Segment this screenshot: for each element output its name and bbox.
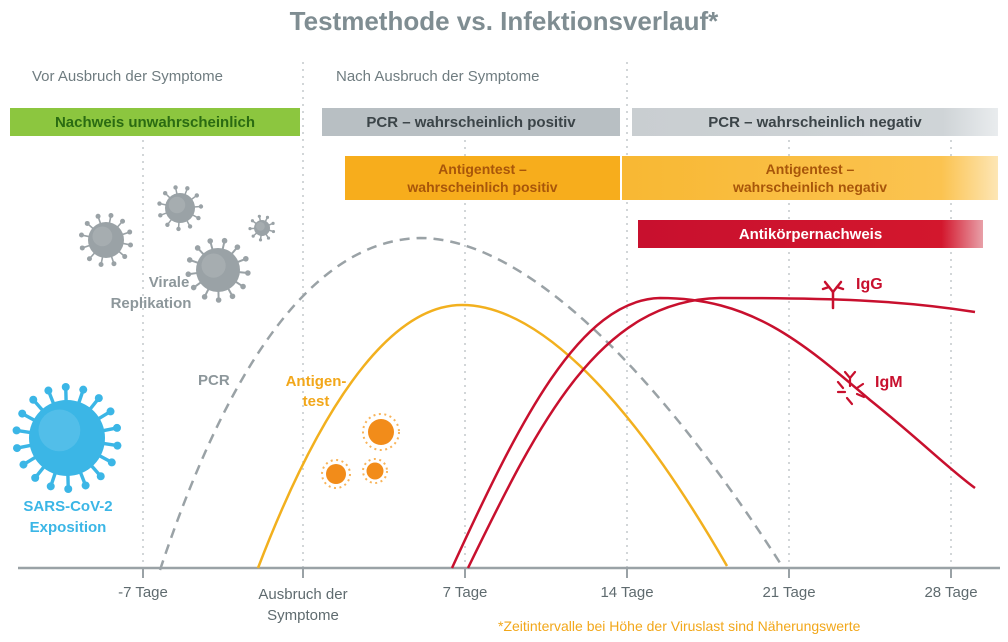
tick-label-28: 28 Tage bbox=[924, 584, 978, 601]
bar-label-line1: Antigentest – bbox=[438, 161, 527, 177]
label-line1: Antigen- bbox=[285, 373, 347, 390]
tick-label-minus7: -7 Tage bbox=[118, 584, 168, 601]
footnote: *Zeitintervalle bei Höhe der Viruslast s… bbox=[498, 618, 861, 634]
x-axis-ticks bbox=[142, 568, 952, 578]
pcr-curve bbox=[158, 236, 784, 571]
tick-label-14: 14 Tage bbox=[600, 584, 654, 601]
phase-after-label: Nach Ausbruch der Symptome bbox=[336, 68, 540, 85]
bar-pcr-negative: PCR – wahrscheinlich negativ bbox=[632, 108, 998, 136]
phase-before-label: Vor Ausbruch der Symptome bbox=[32, 68, 223, 85]
bar-pcr-positive: PCR – wahrscheinlich positiv bbox=[322, 108, 620, 136]
bar-label-line1: Antigentest – bbox=[765, 161, 855, 177]
tick-label-21: 21 Tage bbox=[762, 584, 816, 601]
igg-curve bbox=[466, 296, 976, 569]
label-line2: Exposition bbox=[29, 519, 107, 536]
bar-label: PCR – wahrscheinlich positiv bbox=[366, 113, 576, 131]
viral-replication-label: Virale Replikation bbox=[96, 272, 206, 314]
igm-curve bbox=[450, 296, 976, 569]
tick-line2: Symptome bbox=[267, 607, 339, 624]
pcr-curve-label: PCR bbox=[198, 372, 230, 389]
bar-label-line2: wahrscheinlich positiv bbox=[407, 179, 558, 195]
tick-label-onset: Ausbruch der Symptome bbox=[243, 584, 363, 626]
tick-line1: Ausbruch der bbox=[258, 586, 348, 603]
bar-nachweis: Nachweis unwahrscheinlich bbox=[10, 108, 300, 136]
label-line1: Virale bbox=[148, 274, 190, 291]
antibody-igm-icon bbox=[836, 370, 866, 406]
label-line1: SARS-CoV-2 bbox=[23, 498, 113, 515]
virus-icon bbox=[78, 185, 276, 303]
virus-icon bbox=[12, 383, 122, 493]
antibody-igg-icon bbox=[821, 280, 845, 310]
bar-label: Antikörpernachweis bbox=[738, 225, 883, 243]
label-line2: Replikation bbox=[110, 295, 192, 312]
sars-exposure-label: SARS-CoV-2 Exposition bbox=[8, 496, 128, 538]
label-line2: test bbox=[302, 393, 330, 410]
tick-label-7: 7 Tage bbox=[442, 584, 488, 601]
bar-label: PCR – wahrscheinlich negativ bbox=[708, 113, 922, 131]
igg-label: IgG bbox=[856, 276, 883, 293]
page-title: Testmethode vs. Infektionsverlauf* bbox=[289, 6, 719, 36]
antigen-curve-label: Antigen- test bbox=[276, 372, 356, 412]
antigen-curve bbox=[256, 303, 729, 569]
antigen-particle-icon bbox=[321, 413, 400, 489]
bar-label: Nachweis unwahrscheinlich bbox=[54, 113, 256, 131]
bar-antigen-negative: Antigentest – wahrscheinlich negativ bbox=[622, 156, 998, 200]
bar-antibody: Antikörpernachweis bbox=[638, 220, 983, 248]
bar-antigen-positive: Antigentest – wahrscheinlich positiv bbox=[345, 156, 620, 200]
bar-label-line2: wahrscheinlich negativ bbox=[732, 179, 888, 195]
igm-label: IgM bbox=[875, 374, 903, 391]
